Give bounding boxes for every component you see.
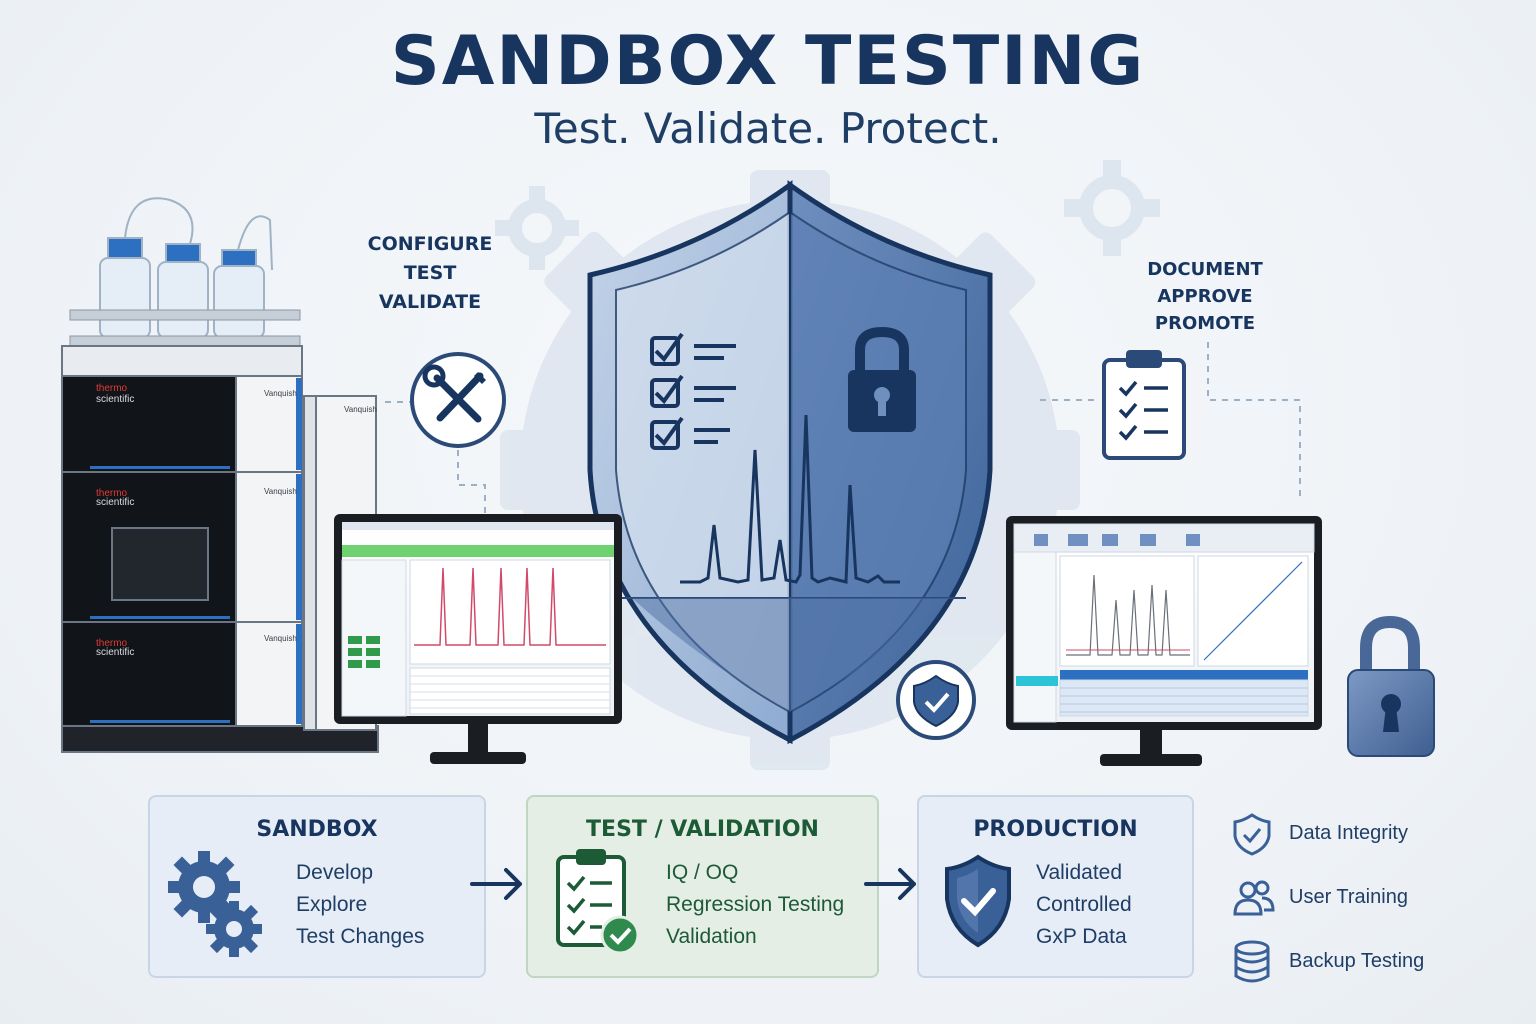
left-monitor	[334, 514, 622, 764]
stage-card-sandbox: SANDBOX Develop Explore Test Changes	[148, 795, 486, 978]
gears-icon	[168, 851, 262, 957]
step-approve: APPROVE	[1157, 286, 1253, 307]
svg-text:thermo: thermo	[96, 638, 128, 649]
right-step-list: DOCUMENT APPROVE PROMOTE	[1125, 256, 1285, 337]
small-gear-icon	[508, 175, 1145, 257]
arrow-right-icon	[864, 868, 916, 900]
arrow-right-icon	[470, 868, 522, 900]
users-icon	[1233, 880, 1275, 916]
clipboard-icon	[1102, 350, 1186, 460]
left-step-list: CONFIGURE TEST VALIDATE	[350, 230, 510, 317]
page-subtitle: Test. Validate. Protect.	[534, 104, 1002, 153]
brand-label: thermo	[96, 383, 128, 394]
feature-label: User Training	[1289, 886, 1408, 908]
svg-text:scientific: scientific	[96, 497, 134, 508]
stage-item: Develop	[296, 861, 374, 884]
stage-item: Validation	[666, 925, 757, 948]
step-document: DOCUMENT	[1147, 259, 1263, 280]
step-validate: VALIDATE	[378, 291, 482, 313]
checklist-icon	[650, 332, 736, 450]
step-promote: PROMOTE	[1154, 313, 1256, 334]
stage-items: Validated Controlled GxP Data	[1036, 857, 1132, 953]
stage-title: TEST / VALIDATION	[586, 817, 819, 842]
lock-icon	[848, 326, 916, 432]
hplc-instrument: thermo scientific thermo scientific ther…	[61, 197, 379, 753]
svg-text:thermo: thermo	[96, 488, 128, 499]
clipboard-check-icon	[556, 849, 640, 955]
stage-title: PRODUCTION	[973, 817, 1138, 842]
svg-text:Vanquish: Vanquish	[264, 487, 297, 496]
stage-card-production: PRODUCTION Validated Controlled GxP Data	[917, 795, 1194, 978]
step-test: TEST	[403, 262, 457, 284]
step-configure: CONFIGURE	[367, 233, 493, 255]
stage-item: Regression Testing	[666, 893, 845, 916]
padlock-icon	[1347, 615, 1435, 757]
svg-text:scientific: scientific	[96, 647, 134, 658]
right-monitor	[1006, 516, 1322, 766]
shield-check-badge-icon	[896, 660, 976, 740]
model-label: Vanquish	[264, 389, 297, 398]
stage-items: Develop Explore Test Changes	[296, 857, 424, 953]
stage-item: GxP Data	[1036, 925, 1127, 948]
feature-item-backup-testing: Backup Testing	[1232, 940, 1522, 984]
feature-item-user-training: User Training	[1232, 876, 1522, 920]
illustration-canvas: thermo scientific thermo scientific ther…	[61, 160, 1435, 770]
shield-icon	[587, 180, 993, 745]
database-icon	[1234, 940, 1270, 983]
stage-item: IQ / OQ	[666, 861, 739, 884]
shield-check-icon	[1233, 813, 1271, 856]
tools-icon	[410, 352, 506, 448]
stage-items: IQ / OQ Regression Testing Validation	[666, 857, 844, 953]
svg-text:Vanquish: Vanquish	[264, 634, 297, 643]
stage-item: Controlled	[1036, 893, 1132, 916]
shield-check-icon	[945, 854, 1011, 948]
feature-item-data-integrity: Data Integrity	[1232, 812, 1522, 856]
stage-item: Validated	[1036, 861, 1123, 884]
svg-text:scientific: scientific	[96, 394, 134, 405]
feature-label: Data Integrity	[1289, 822, 1408, 844]
page-title: SANDBOX TESTING	[390, 22, 1146, 101]
stage-item: Test Changes	[296, 925, 425, 948]
stage-item: Explore	[296, 893, 368, 916]
stage-title: SANDBOX	[256, 817, 378, 842]
stage-card-test-validation: TEST / VALIDATION IQ / OQ Regression Tes…	[526, 795, 879, 978]
feature-label: Backup Testing	[1289, 950, 1425, 972]
connector-lines	[385, 342, 1301, 515]
svg-text:Vanquish: Vanquish	[344, 405, 377, 414]
